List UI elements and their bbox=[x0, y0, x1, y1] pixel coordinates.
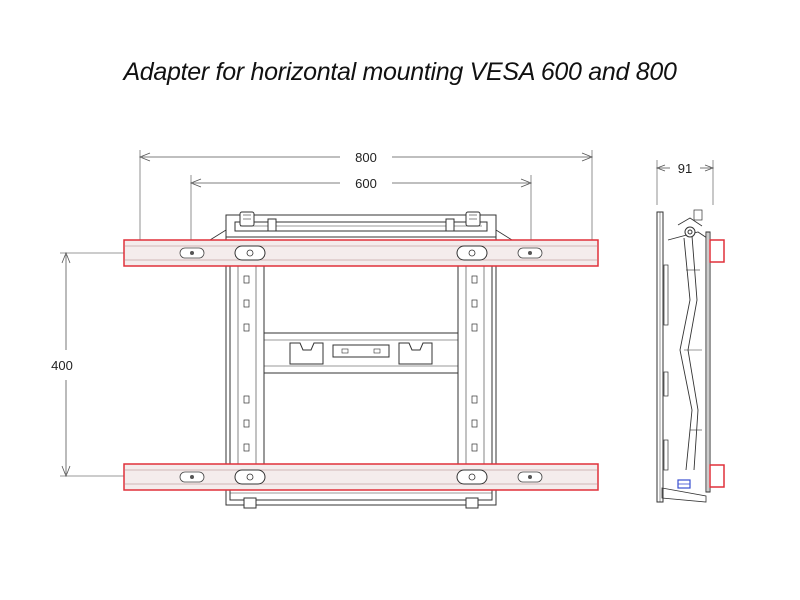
vesa-800-slot-top-right bbox=[517, 247, 543, 259]
rail-holes-left bbox=[243, 275, 250, 452]
dimension-800: 800 bbox=[138, 150, 594, 240]
dimension-600: 600 bbox=[189, 175, 533, 240]
vesa-800-slot-top-left bbox=[179, 247, 205, 259]
diagram-title: Adapter for horizontal mounting VESA 600… bbox=[123, 58, 677, 86]
side-view bbox=[656, 209, 711, 503]
vesa-600-slot-bottom-left bbox=[234, 469, 266, 485]
tension-knob-right bbox=[465, 211, 481, 227]
rail-holes-right bbox=[471, 275, 478, 452]
dimension-400: 400 bbox=[51, 251, 130, 478]
side-adapter-bottom bbox=[709, 464, 725, 488]
dimension-91: 91 bbox=[655, 160, 715, 205]
side-adapter-top bbox=[709, 239, 725, 263]
vesa-800-slot-bottom-right bbox=[517, 471, 543, 483]
vesa-600-slot-top-right bbox=[456, 245, 488, 261]
dimension-400-label: 400 bbox=[51, 358, 73, 373]
tension-knob-left bbox=[239, 211, 255, 227]
vesa-800-slot-bottom-left bbox=[179, 471, 205, 483]
dimension-91-label: 91 bbox=[678, 161, 692, 176]
vesa-600-slot-bottom-right bbox=[456, 469, 488, 485]
adapter-bar-top bbox=[123, 239, 599, 267]
center-crossbar bbox=[263, 332, 459, 374]
adapter-bar-bottom bbox=[123, 463, 599, 491]
dimension-600-label: 600 bbox=[355, 176, 377, 191]
dimension-800-label: 800 bbox=[355, 150, 377, 165]
vesa-600-slot-top-left bbox=[234, 245, 266, 261]
